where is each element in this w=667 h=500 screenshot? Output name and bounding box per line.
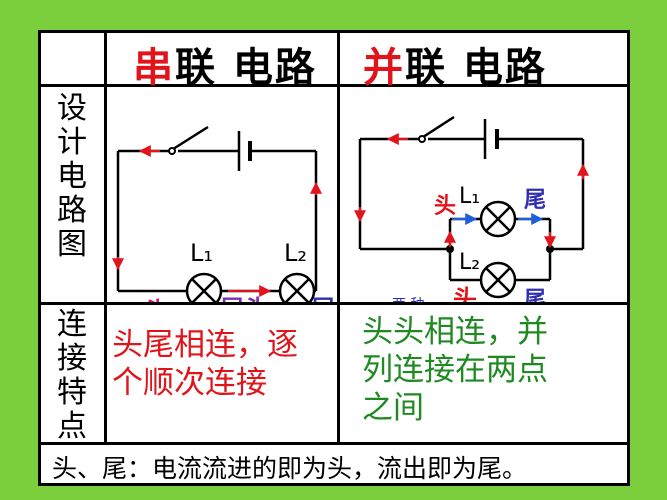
- design-label-char: 图: [57, 227, 87, 262]
- connection-label-char: 接: [57, 341, 87, 376]
- middle-column-divider: [337, 30, 340, 443]
- parallel-switch-lever: [419, 115, 455, 141]
- series-lamp-1-label: L₁: [190, 239, 213, 267]
- parallel-feature-line: 之间: [362, 390, 424, 426]
- footer-definition: 头、尾：电流流进的即为头，流出即为尾。: [52, 454, 528, 483]
- parallel-feature-line: 列连接在两点: [362, 352, 548, 388]
- parallel-lamp-2-label: L₂: [459, 250, 480, 275]
- connection-label-char: 连: [57, 307, 87, 342]
- series-tail-head-label: 尾头: [220, 295, 268, 302]
- series-lamp-2: [278, 272, 316, 302]
- parallel-lamp-2: [479, 261, 517, 299]
- diagram-board: 串联 电路 并联 电路 设 计 电 路 图 连 接 特 点: [38, 30, 630, 486]
- series-lamp-1: [185, 272, 223, 302]
- header-row-divider: [38, 84, 630, 87]
- parallel-left-junction: [446, 245, 454, 253]
- design-label-char: 计: [57, 125, 87, 160]
- connection-label-char: 点: [57, 409, 87, 444]
- series-feature-line: 个顺次连接: [112, 365, 267, 401]
- table-border-left: [38, 30, 41, 486]
- connection-label-char: 特: [57, 375, 87, 410]
- switch-lever: [169, 125, 209, 153]
- series-title-suffix: 联 电路: [175, 45, 317, 91]
- table-border-bottom: [38, 483, 630, 486]
- series-tail-label: 尾: [311, 295, 335, 302]
- series-head-label: 头: [144, 297, 168, 302]
- connection-row-label: 连 接 特 点: [48, 308, 96, 444]
- parallel-tail-2-label: 尾: [524, 288, 546, 302]
- design-row-label: 设 计 电 路 图: [48, 92, 96, 262]
- parallel-feature-text: 头头相连，并 列连接在两点 之间: [362, 313, 548, 427]
- parallel-lamp-1-label: L₁: [459, 184, 480, 209]
- parallel-title-prefix: 并: [363, 45, 405, 91]
- parallel-switch-pivot: [418, 135, 426, 143]
- series-title-prefix: 串: [133, 45, 175, 91]
- parallel-circuit-diagram: L₁ L₂ 头 尾 头 尾 两 种 画法: [354, 115, 589, 302]
- design-label-char: 设: [57, 91, 87, 126]
- series-circuit-title: 串联 电路: [133, 35, 317, 93]
- label-column-divider: [104, 30, 107, 443]
- series-circuit-diagram: L₁ L₂ 头 尾头 尾: [112, 125, 335, 302]
- table-border-top: [38, 30, 630, 33]
- switch-pivot: [168, 147, 176, 155]
- design-label-char: 电: [57, 159, 87, 194]
- parallel-head-2-label: 头: [453, 285, 477, 302]
- design-label-char: 路: [57, 193, 87, 228]
- parallel-tail-1-label: 尾: [524, 188, 546, 213]
- series-feature-line: 头尾相连，逐: [112, 327, 298, 363]
- series-feature-text: 头尾相连，逐 个顺次连接: [112, 326, 298, 402]
- parallel-circuit-title: 并联 电路: [363, 35, 547, 93]
- design-row-divider: [38, 302, 630, 305]
- two-drawing-methods-note-line1: 两 种: [392, 297, 424, 302]
- parallel-head-1-label: 头: [434, 194, 456, 219]
- parallel-feature-line: 头头相连，并: [362, 314, 548, 350]
- table-border-right: [627, 30, 630, 486]
- series-lamp-2-label: L₂: [284, 239, 307, 267]
- feature-row-divider: [38, 442, 630, 445]
- parallel-lamp-1: [479, 200, 517, 238]
- parallel-title-suffix: 联 电路: [405, 45, 547, 91]
